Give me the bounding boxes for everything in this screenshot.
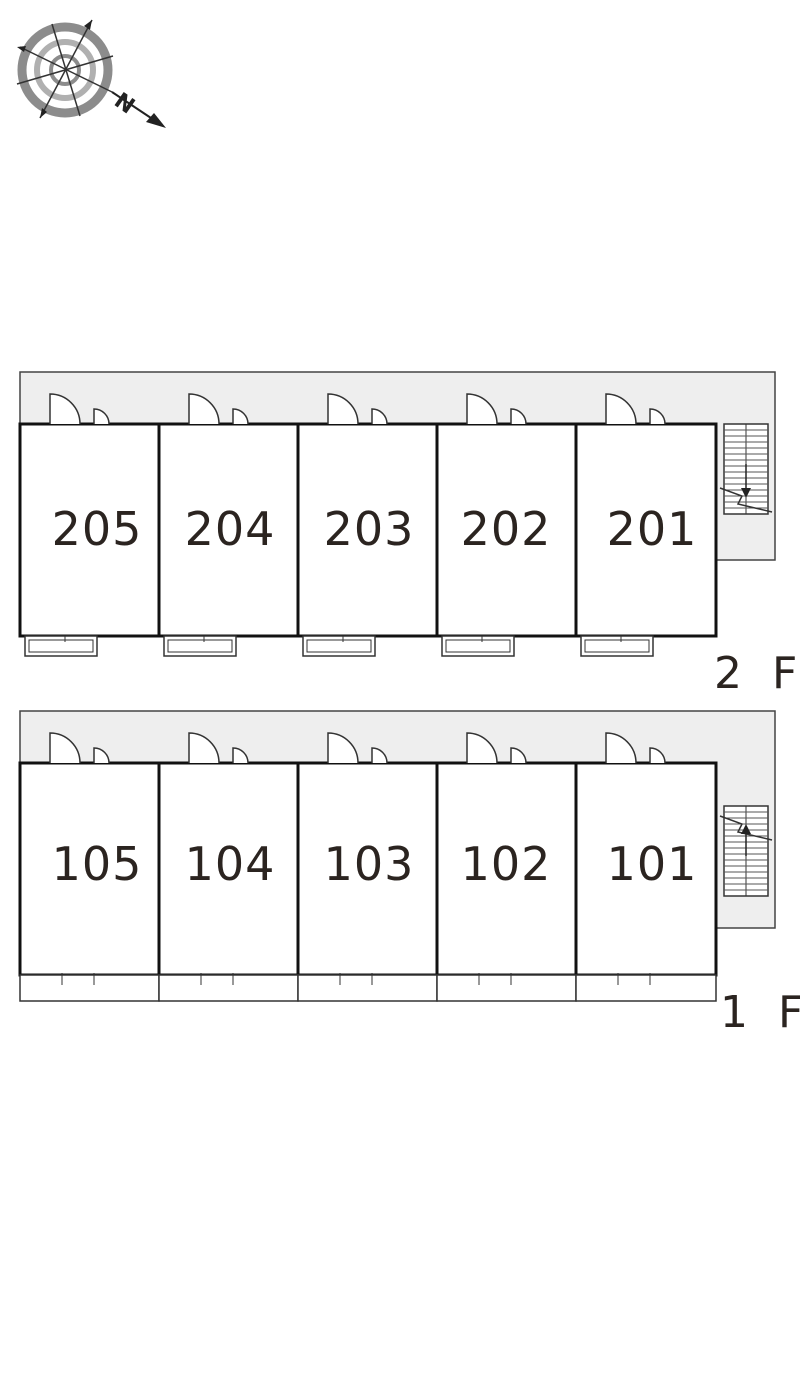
- door-104: [188, 732, 220, 764]
- unit-201: 201: [607, 502, 698, 556]
- balcony-203: [302, 635, 376, 657]
- terrace-102: [436, 973, 577, 1002]
- partitions-2f: [157, 424, 578, 636]
- balconies-2f: [24, 635, 654, 657]
- unit-204: 204: [185, 502, 276, 556]
- meter-box-205: [93, 408, 110, 425]
- door-103: [327, 732, 359, 764]
- doors-2f: [49, 393, 666, 425]
- meter-box-203: [371, 408, 388, 425]
- doors-1f: [49, 732, 666, 764]
- meter-box-103: [371, 747, 388, 764]
- terrace-105: [19, 973, 160, 1002]
- unit-103: 103: [324, 837, 415, 891]
- meter-box-204: [232, 408, 249, 425]
- rooms-outline-1f: [18, 761, 718, 977]
- floor-label-2f: 2 F: [714, 648, 800, 699]
- unit-202: 202: [461, 502, 552, 556]
- meter-box-201: [649, 408, 666, 425]
- balcony-202: [441, 635, 515, 657]
- terraces-1f: [19, 973, 717, 1002]
- meter-box-102: [510, 747, 527, 764]
- partitions-1f: [157, 763, 578, 975]
- meter-box-105: [93, 747, 110, 764]
- meter-box-104: [232, 747, 249, 764]
- unit-104: 104: [185, 837, 276, 891]
- meter-box-202: [510, 408, 527, 425]
- door-101: [605, 732, 637, 764]
- floor-1f: 105 104 103 102 101 1 F: [18, 710, 800, 1038]
- door-203: [327, 393, 359, 425]
- unit-102: 102: [461, 837, 552, 891]
- balcony-204: [163, 635, 237, 657]
- door-105: [49, 732, 81, 764]
- meter-box-101: [649, 747, 666, 764]
- staircase-2f: [719, 423, 773, 515]
- terrace-101: [575, 973, 717, 1002]
- unit-105: 105: [52, 837, 143, 891]
- terrace-103: [297, 973, 438, 1002]
- door-205: [49, 393, 81, 425]
- compass-rose-icon: N: [16, 19, 166, 128]
- floor-2f: 205 204 203 202 201 2 F: [18, 371, 800, 699]
- stair-down-arrow-icon: [741, 488, 751, 498]
- door-201: [605, 393, 637, 425]
- balcony-205: [24, 635, 98, 657]
- unit-101: 101: [607, 837, 698, 891]
- door-102: [466, 732, 498, 764]
- door-202: [466, 393, 498, 425]
- unit-203: 203: [324, 502, 415, 556]
- staircase-1f: [719, 805, 773, 897]
- terrace-104: [158, 973, 299, 1002]
- floor-label-1f: 1 F: [720, 987, 800, 1038]
- rooms-outline-2f: [18, 422, 718, 638]
- balcony-201: [580, 635, 654, 657]
- stair-up-arrow-icon: [741, 824, 751, 834]
- unit-205: 205: [52, 502, 143, 556]
- door-204: [188, 393, 220, 425]
